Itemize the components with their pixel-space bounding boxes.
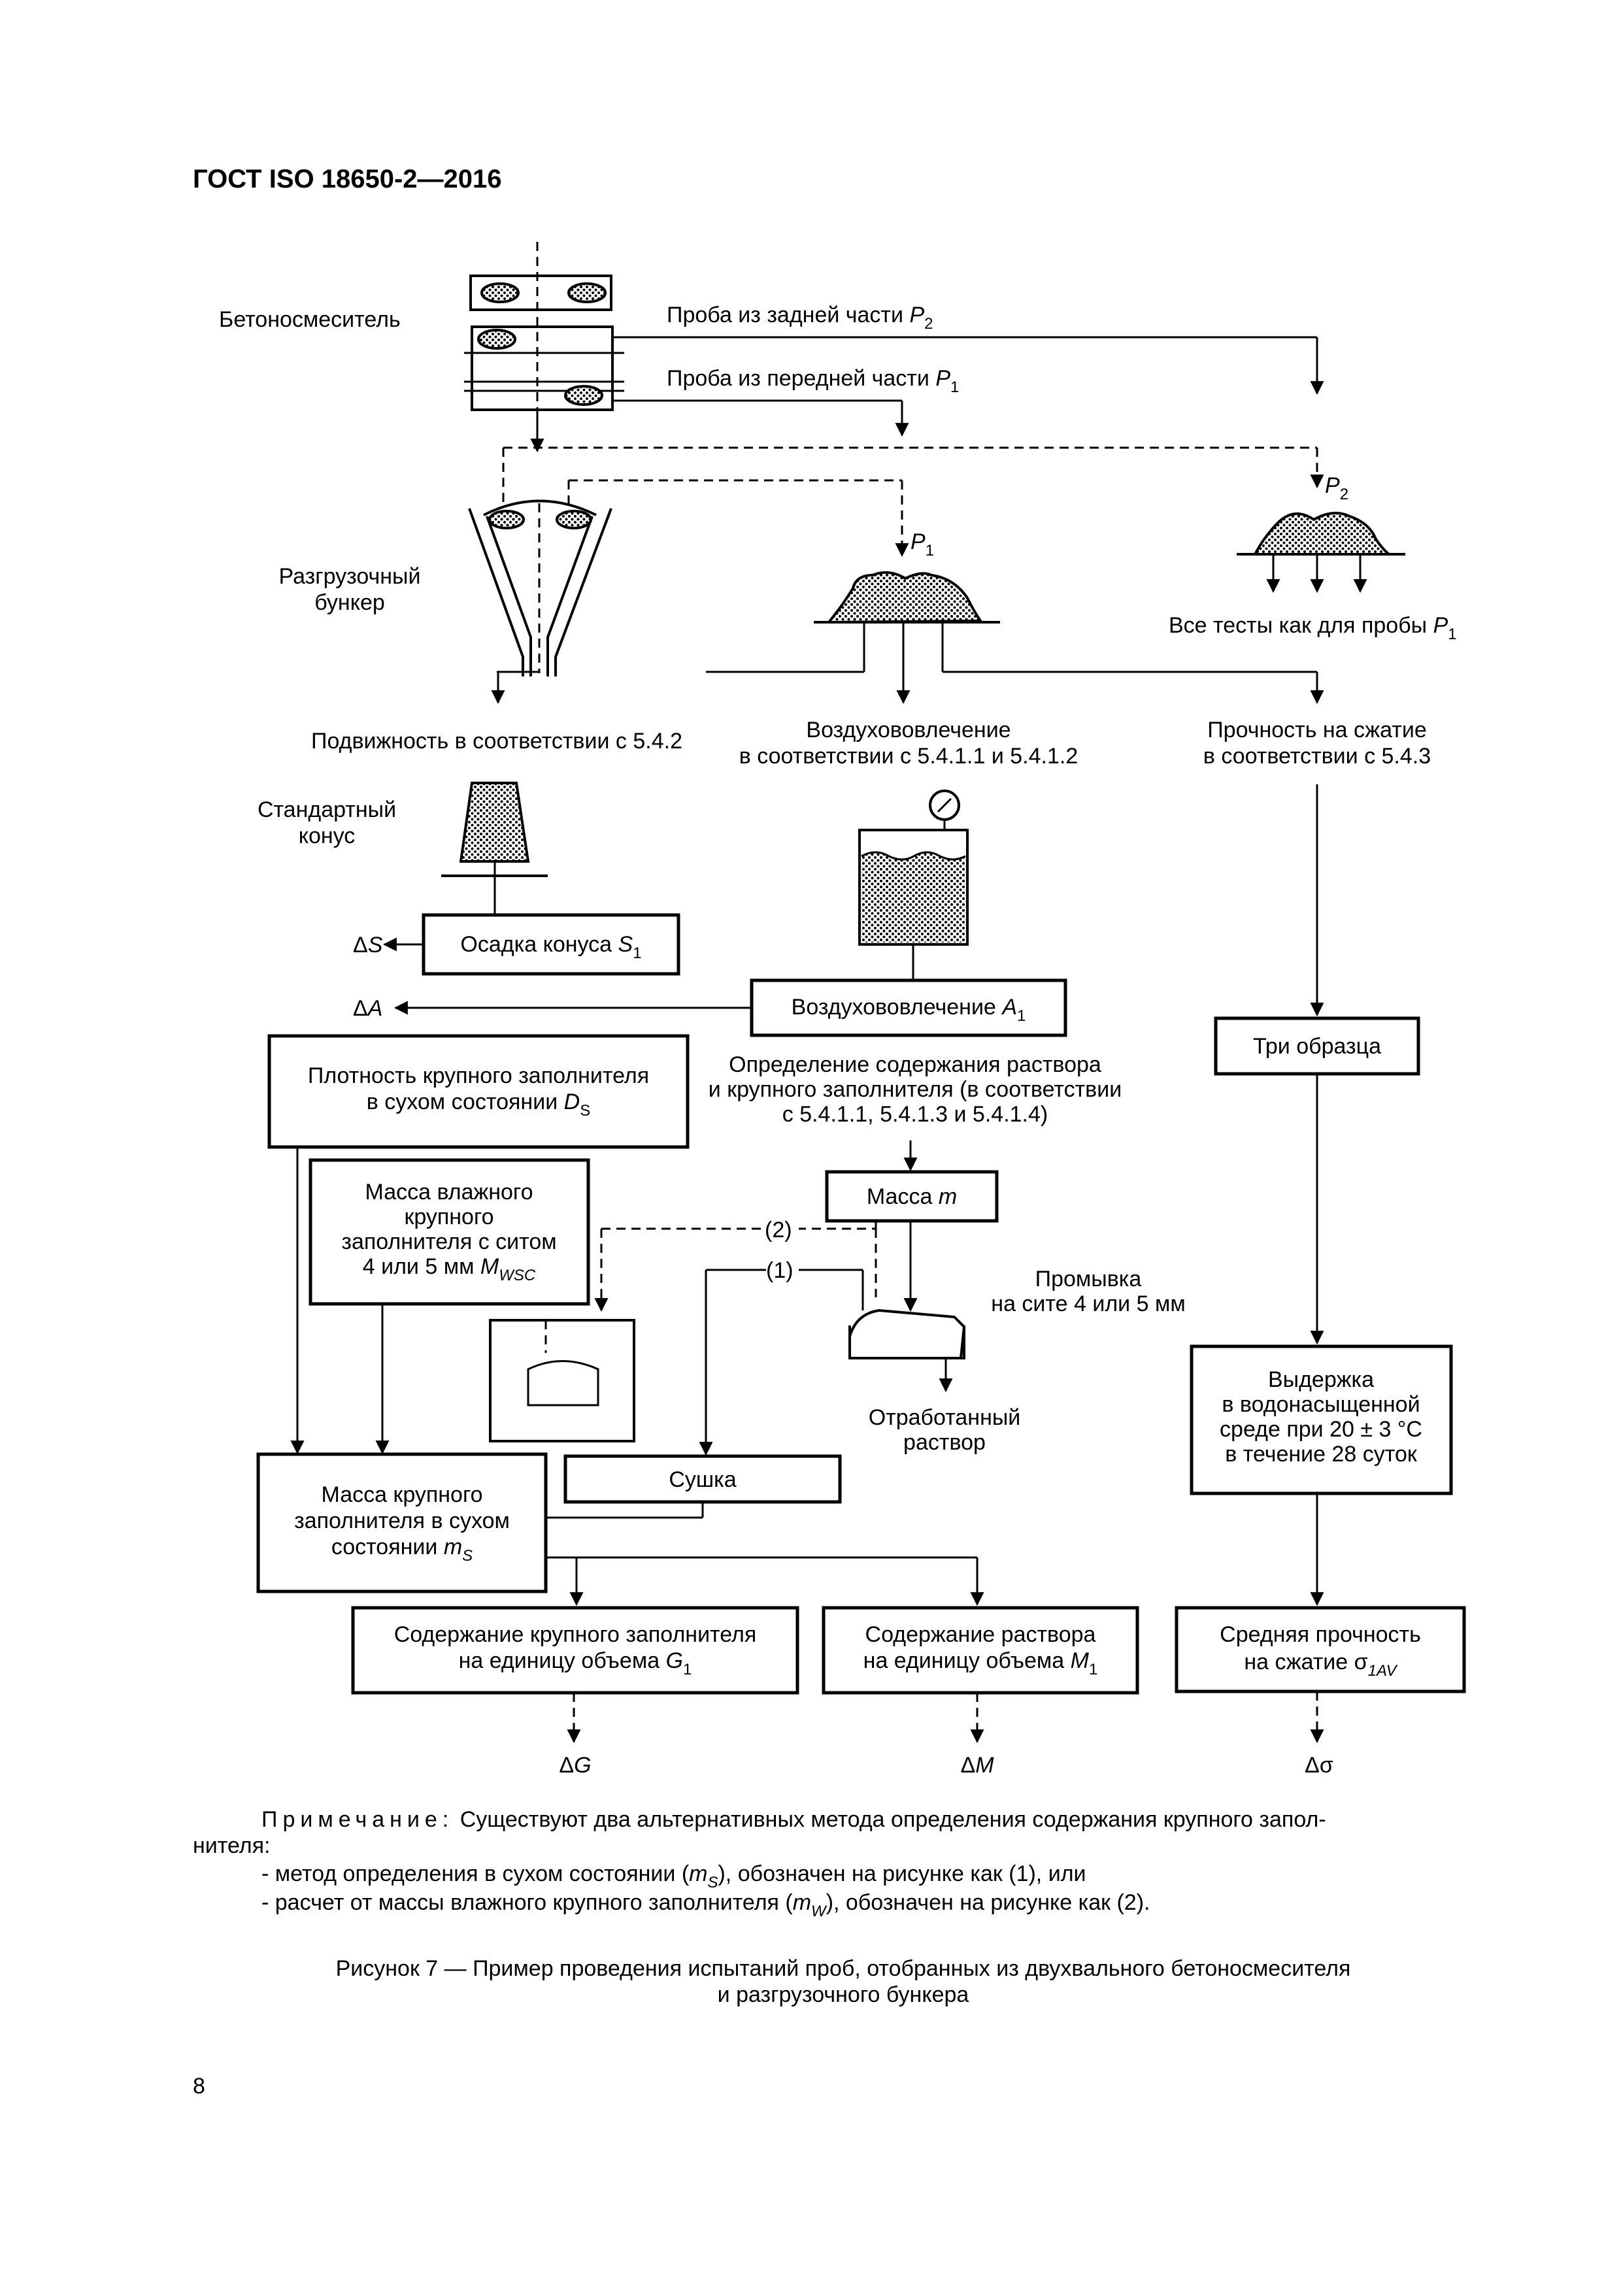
svg-text:- расчет от массы влажного кру: - расчет от массы влажного крупного запо… — [261, 1890, 1150, 1920]
delta-m-output: ΔM — [960, 1753, 994, 1778]
svg-text:Рисунок 7 — Пример проведения: Рисунок 7 — Пример проведения испытаний … — [336, 1956, 1351, 1981]
delta-sigma-output: Δσ — [1305, 1753, 1333, 1778]
pressure-gauge-icon — [929, 790, 960, 830]
path-2-label: (2) — [765, 1218, 792, 1242]
sample-p2-pile-icon — [1237, 512, 1405, 593]
sample-back-label: Проба из задней части P2 — [667, 303, 933, 333]
svg-text:Масса m: Масса m — [867, 1184, 957, 1209]
figure-note: Примечание: Существуют два альтернативны… — [193, 1807, 1326, 1920]
sieve-icon — [848, 1308, 966, 1359]
mass-m-box: Масса m — [825, 1170, 999, 1223]
sample-p1-pile-icon — [814, 571, 1000, 624]
sample-front-label: Проба из передней части P1 — [667, 366, 959, 396]
path-1-label: (1) — [766, 1258, 794, 1283]
document-header: ГОСТ ISO 18650-2—2016 — [193, 165, 502, 193]
air-meter-vessel-icon — [858, 829, 969, 946]
svg-text:Примечание: Существуют два аль: Примечание: Существуют два альтернативны… — [261, 1807, 1326, 1832]
svg-text:Три образца: Три образца — [1253, 1034, 1381, 1059]
all-tests-label: Все тесты как для пробы P1 — [1169, 613, 1457, 643]
slump-cone-icon — [441, 782, 548, 877]
air-content-box: Воздухововлечение A1 — [750, 978, 1067, 1037]
delta-s-output: ΔS — [353, 933, 383, 957]
slump-method-label: Подвижность в соответствии с 5.4.2 — [311, 729, 682, 754]
figure-caption: Рисунок 7 — Пример проведения испытаний … — [336, 1956, 1351, 2007]
concrete-mixer-icon — [464, 242, 624, 451]
mixer-label: Бетоносмеситель — [219, 307, 401, 332]
drying-oven-icon — [489, 1319, 635, 1442]
delta-a-output: ΔA — [353, 996, 382, 1021]
svg-text:- метод определения в сухом со: - метод определения в сухом состоянии (m… — [261, 1861, 1086, 1891]
drying-box: Сушка — [563, 1454, 842, 1504]
svg-text:Воздухововлечение A1: Воздухововлечение A1 — [792, 995, 1026, 1025]
three-samples-box: Три образца — [1214, 1016, 1420, 1076]
p1-label: P1 — [911, 529, 934, 559]
svg-text:нителя:: нителя: — [193, 1833, 270, 1858]
hopper-icon — [468, 499, 612, 676]
svg-text:Осадка конуса S1: Осадка конуса S1 — [460, 932, 641, 962]
svg-text:Сушка: Сушка — [669, 1467, 736, 1492]
slump-box: Осадка конуса S1 — [422, 913, 680, 976]
svg-text:и разгрузочного бункера: и разгрузочного бункера — [718, 1982, 969, 2007]
p2-label: P2 — [1325, 473, 1348, 503]
page-number: 8 — [193, 2074, 205, 2099]
delta-g-output: ΔG — [559, 1753, 591, 1778]
